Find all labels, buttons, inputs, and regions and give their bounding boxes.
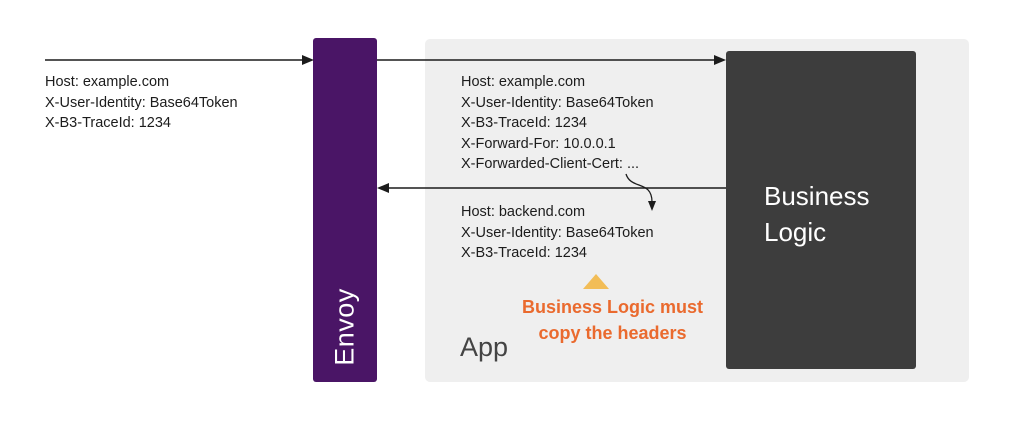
app-label: App bbox=[460, 332, 509, 362]
business-logic-box bbox=[726, 51, 916, 369]
header-line: X-User-Identity: Base64Token bbox=[461, 224, 654, 241]
header-line: X-Forward-For: 10.0.0.1 bbox=[461, 135, 616, 152]
business-logic-label-line2: Logic bbox=[764, 217, 827, 247]
forwarded-request-headers: Host: example.com X-User-Identity: Base6… bbox=[461, 72, 654, 175]
header-line: X-B3-TraceId: 1234 bbox=[461, 115, 587, 131]
header-line: Host: backend.com bbox=[461, 204, 586, 220]
curved-copy-arrow bbox=[625, 173, 656, 211]
header-line: X-Forwarded-Client-Cert: ... bbox=[461, 156, 640, 172]
warning-triangle-icon bbox=[583, 274, 609, 289]
arrow-client-to-envoy bbox=[45, 55, 314, 65]
header-line: X-B3-TraceId: 1234 bbox=[461, 245, 587, 261]
envoy-proxy-box bbox=[313, 38, 377, 382]
arrow-business-logic-to-envoy bbox=[377, 183, 726, 193]
header-line: X-User-Identity: Base64Token bbox=[45, 94, 238, 111]
outgoing-request-headers: Host: backend.com X-User-Identity: Base6… bbox=[461, 202, 654, 264]
header-line: X-User-Identity: Base64Token bbox=[461, 94, 654, 111]
copy-headers-note: Business Logic must copy the headers bbox=[505, 294, 720, 346]
business-logic-label-line1: Business bbox=[764, 181, 870, 211]
note-line2: copy the headers bbox=[538, 323, 687, 343]
incoming-request-headers: Host: example.com X-User-Identity: Base6… bbox=[45, 72, 238, 134]
header-line: Host: example.com bbox=[461, 74, 586, 90]
header-line: Host: example.com bbox=[45, 74, 170, 90]
arrow-envoy-to-business-logic bbox=[377, 55, 726, 65]
note-line1: Business Logic must bbox=[521, 297, 704, 317]
header-line: X-B3-TraceId: 1234 bbox=[45, 115, 171, 131]
business-logic-label: Business Logic bbox=[764, 178, 914, 250]
